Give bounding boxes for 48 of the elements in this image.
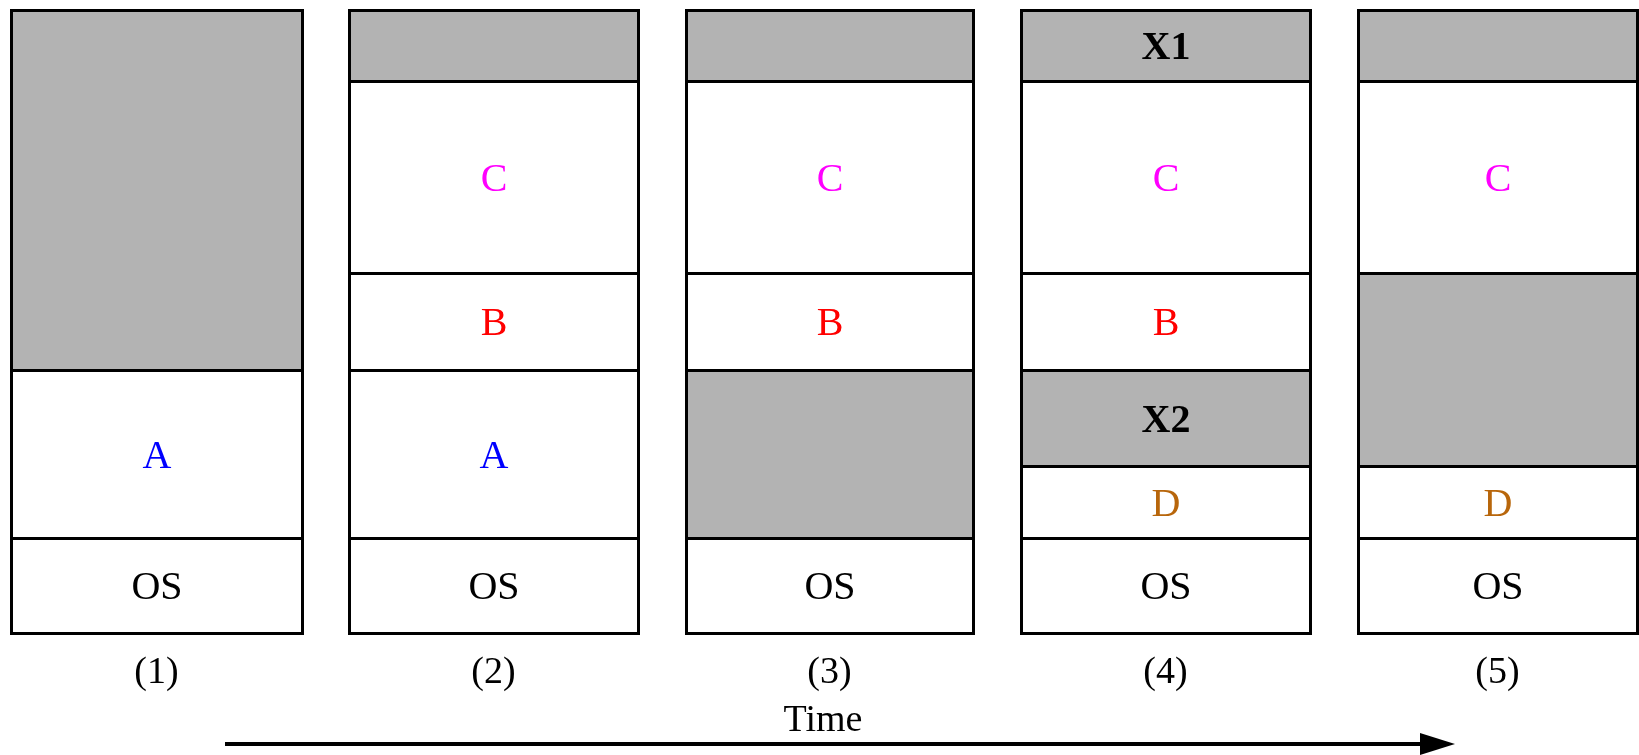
segment-label: X2: [1141, 398, 1191, 439]
memory-segment: [1357, 465, 1639, 540]
memory-segment: [10, 369, 304, 540]
memory-segment: [685, 272, 975, 372]
segment-label: X1: [1141, 26, 1191, 66]
segment-label: D: [1151, 482, 1181, 523]
memory-segment: [10, 537, 304, 635]
free-memory-block: [1357, 9, 1639, 83]
segment-label: B: [1152, 302, 1180, 342]
memory-segment: [1020, 537, 1312, 635]
step-label: (5): [1475, 651, 1520, 689]
segment-label: OS: [468, 566, 520, 606]
segment-label: C: [480, 157, 508, 198]
free-memory-block: [685, 9, 975, 83]
segment-label: C: [1484, 157, 1512, 198]
memory-segment: [1357, 537, 1639, 635]
memory-segment: [348, 537, 640, 635]
segment-label: OS: [804, 566, 856, 606]
step-label: (1): [134, 651, 179, 689]
segment-label: B: [816, 302, 844, 342]
memory-segment: [1020, 465, 1312, 540]
memory-segment: [1357, 80, 1639, 275]
free-memory-block: [685, 369, 975, 540]
memory-segment: [685, 537, 975, 635]
memory-segment: [348, 272, 640, 372]
segment-label: OS: [1140, 566, 1192, 606]
memory-segment: [348, 80, 640, 275]
segment-label: D: [1483, 482, 1513, 523]
free-memory-block: [1020, 9, 1312, 83]
step-label: (4): [1143, 651, 1188, 689]
segment-label: C: [816, 157, 844, 198]
free-memory-block: [1020, 369, 1312, 468]
segment-label: OS: [1472, 566, 1524, 606]
step-label: (2): [471, 651, 516, 689]
memory-segment: [348, 369, 640, 540]
segment-label: OS: [131, 566, 183, 606]
free-memory-block: [1357, 272, 1639, 468]
step-label: (3): [807, 651, 852, 689]
segment-label: A: [142, 434, 172, 475]
axis-label: Time: [783, 699, 863, 737]
segment-label: C: [1152, 157, 1180, 198]
segment-label: A: [479, 434, 509, 475]
free-memory-block: [348, 9, 640, 83]
memory-segment: [1020, 272, 1312, 372]
segment-label: B: [480, 302, 508, 342]
memory-segment: [1020, 80, 1312, 275]
memory-segment: [685, 80, 975, 275]
free-memory-block: [10, 9, 304, 372]
